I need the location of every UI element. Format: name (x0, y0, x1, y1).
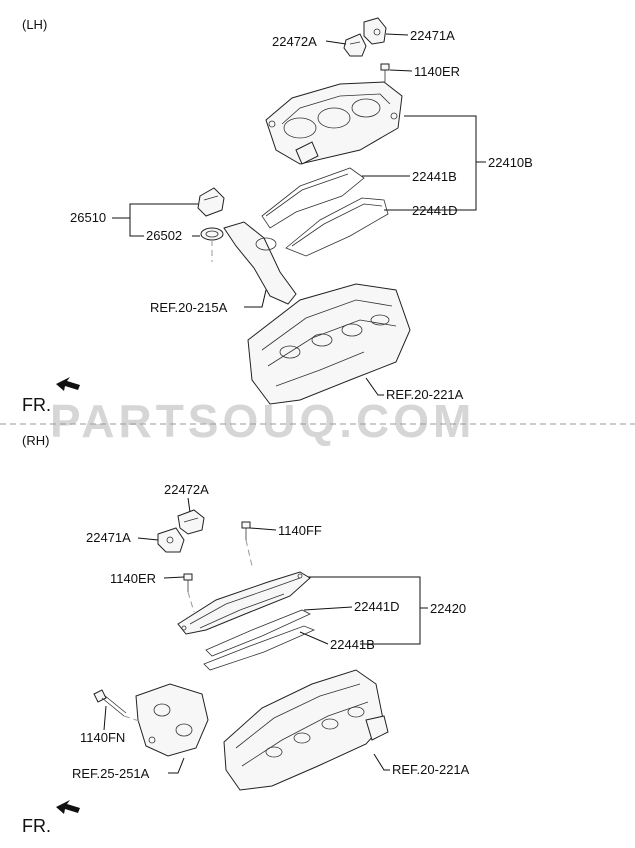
lh-seal-26502[interactable] (200, 227, 224, 241)
rh-label-22471A: 22471A (86, 530, 131, 545)
section-label-lh: (LH) (22, 17, 47, 32)
rh-front-marker: FR. (22, 816, 51, 836)
rh-label-1140FN: 1140FN (80, 730, 125, 745)
rh-bolt-1140ER[interactable] (183, 573, 193, 592)
lh-label-22410B: 22410B (488, 155, 533, 170)
rh-ref-25-251A: REF.25-251A (72, 766, 150, 781)
lh-ref-20-221A: REF.20-221A (386, 387, 464, 402)
rh-label-22441B: 22441B (330, 637, 375, 652)
watermark: PARTSOUQ.COM (50, 395, 475, 447)
rh-label-22441D: 22441D (354, 599, 400, 614)
lh-ref-20-215A: REF.20-215A (150, 300, 228, 315)
rh-engine-bracket[interactable] (135, 683, 209, 757)
rh-cylinder-head[interactable] (223, 669, 389, 791)
lh-gasket-22441B[interactable] (261, 167, 365, 229)
lh-front-arrow-icon (56, 377, 80, 391)
rh-front-arrow-icon (56, 800, 80, 814)
lh-oil-filler-cap[interactable] (197, 187, 225, 217)
lh-label-26510: 26510 (70, 210, 106, 225)
lh-bolt-1140ER[interactable] (380, 63, 390, 82)
rh-sensor-22471A[interactable] (157, 527, 185, 553)
rh-label-22420: 22420 (430, 601, 466, 616)
lh-label-22441B: 22441B (412, 169, 457, 184)
rh-label-1140ER: 1140ER (110, 571, 156, 586)
lh-label-26502: 26502 (146, 228, 182, 243)
lh-label-22472A: 22472A (272, 34, 317, 49)
rh-label-1140FF: 1140FF (278, 523, 322, 538)
rh-bolt-1140FN[interactable] (93, 689, 127, 717)
lh-sensor-22472A[interactable] (343, 33, 367, 57)
rh-head-cover[interactable] (177, 571, 311, 635)
lh-label-22441D: 22441D (412, 203, 458, 218)
lh-head-cover[interactable] (265, 81, 403, 165)
rh-sensor-22472A[interactable] (177, 509, 205, 535)
lh-sensor-22471A[interactable] (363, 17, 387, 45)
section-label-rh: (RH) (22, 433, 49, 448)
lh-front-marker: FR. (22, 395, 51, 415)
lh-gasket-22441D[interactable] (285, 197, 389, 257)
rh-ref-20-221A: REF.20-221A (392, 762, 470, 777)
rh-gasket-22441B[interactable] (203, 625, 316, 671)
rh-label-22472A: 22472A (164, 482, 209, 497)
lh-cylinder-head[interactable] (247, 283, 411, 405)
rh-bolt-1140FF[interactable] (241, 521, 251, 540)
rh-gasket-22441D[interactable] (205, 609, 311, 657)
lh-oil-filler-pipe[interactable] (223, 221, 297, 305)
lh-label-1140ER: 1140ER (414, 64, 460, 79)
lh-label-22471A: 22471A (410, 28, 455, 43)
